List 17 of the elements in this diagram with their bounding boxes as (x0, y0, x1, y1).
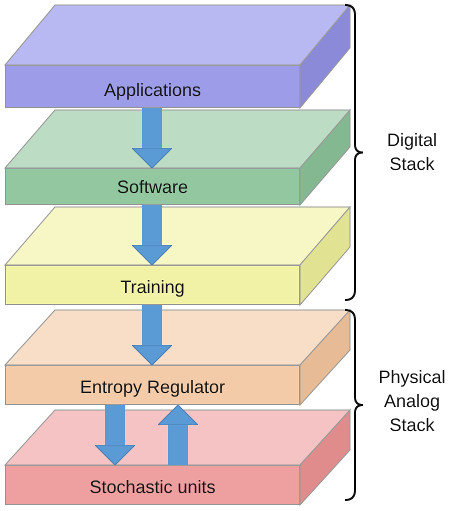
layer-label: Training (120, 277, 185, 299)
layer-box (5, 465, 300, 505)
stack-label: Physical Analog Stack (377, 366, 447, 437)
block-arrow (94, 405, 136, 466)
layer-box (5, 168, 300, 205)
block-arrow (158, 404, 198, 465)
block-arrow (132, 205, 172, 266)
block-arrow (132, 108, 172, 168)
block-arrow (132, 305, 172, 366)
stack-label: Digital Stack (386, 129, 438, 176)
layer-box (5, 265, 300, 305)
layer-box (5, 65, 300, 108)
layer-label: Stochastic units (89, 477, 216, 499)
layer-label: Entropy Regulator (80, 377, 226, 399)
layer-box (5, 365, 300, 405)
layer-label: Software (116, 177, 188, 199)
layer-label: Applications (104, 80, 202, 102)
